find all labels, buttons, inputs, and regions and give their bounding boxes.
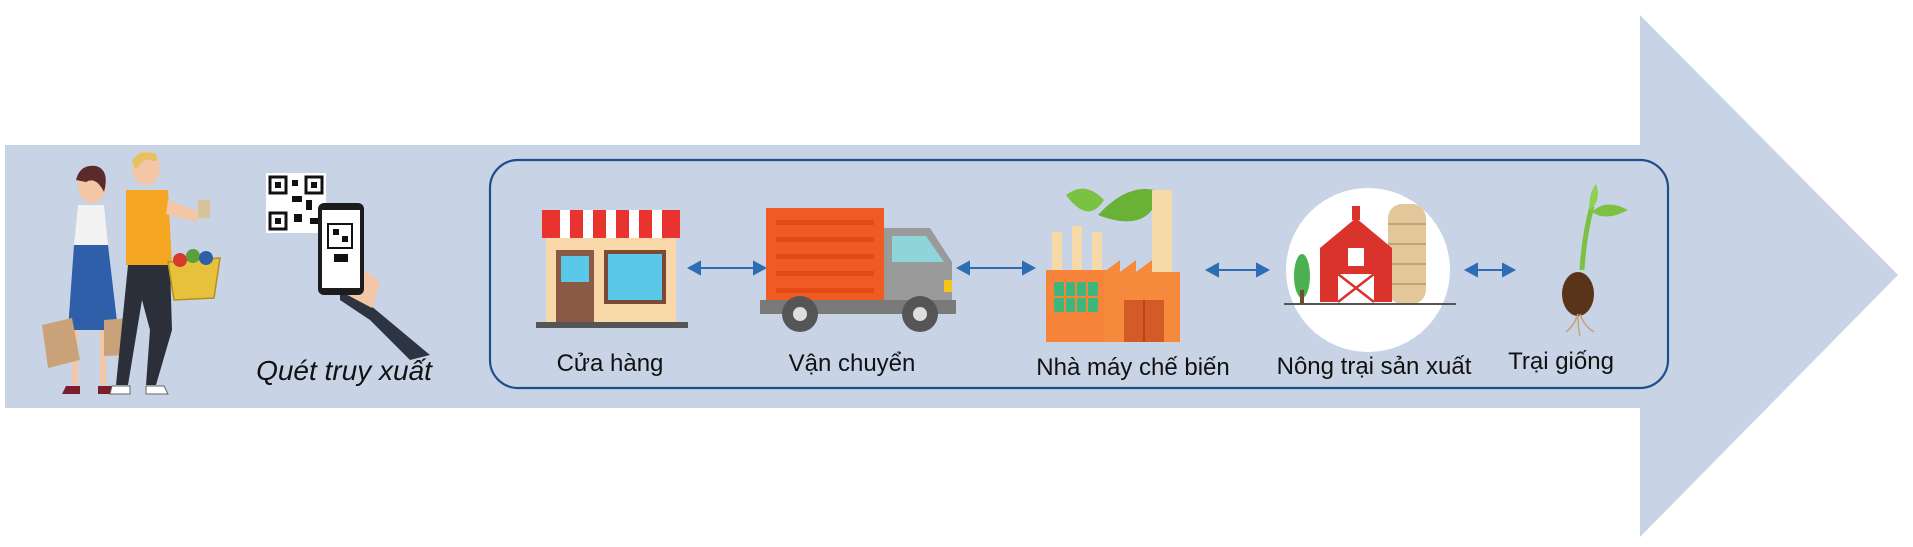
connector-arrows (686, 260, 1517, 278)
stage-label-factory: Nhà máy chế biến (1036, 354, 1230, 381)
connector-factory-farm (1204, 262, 1271, 278)
stage-label-seed: Trại giống (1508, 348, 1614, 375)
factory-icon (1046, 188, 1180, 342)
scan-label: Quét truy xuất (256, 355, 432, 386)
stage-label-transport: Vận chuyển (788, 350, 916, 377)
seedling-icon (1562, 184, 1628, 337)
shoppers-icon (42, 151, 221, 395)
farm-barn-icon (1284, 188, 1456, 352)
connector-transport-factory (955, 260, 1037, 276)
stage-label-farm: Nông trại sản xuất (1276, 353, 1472, 380)
stage-label-store: Cửa hàng (556, 350, 664, 377)
connector-farm-seed (1463, 262, 1517, 278)
supply-chain-panel (488, 158, 1670, 390)
qr-scan-icon (266, 173, 430, 360)
truck-icon (760, 208, 956, 332)
connector-store-transport (686, 260, 768, 276)
store-icon (536, 210, 688, 328)
